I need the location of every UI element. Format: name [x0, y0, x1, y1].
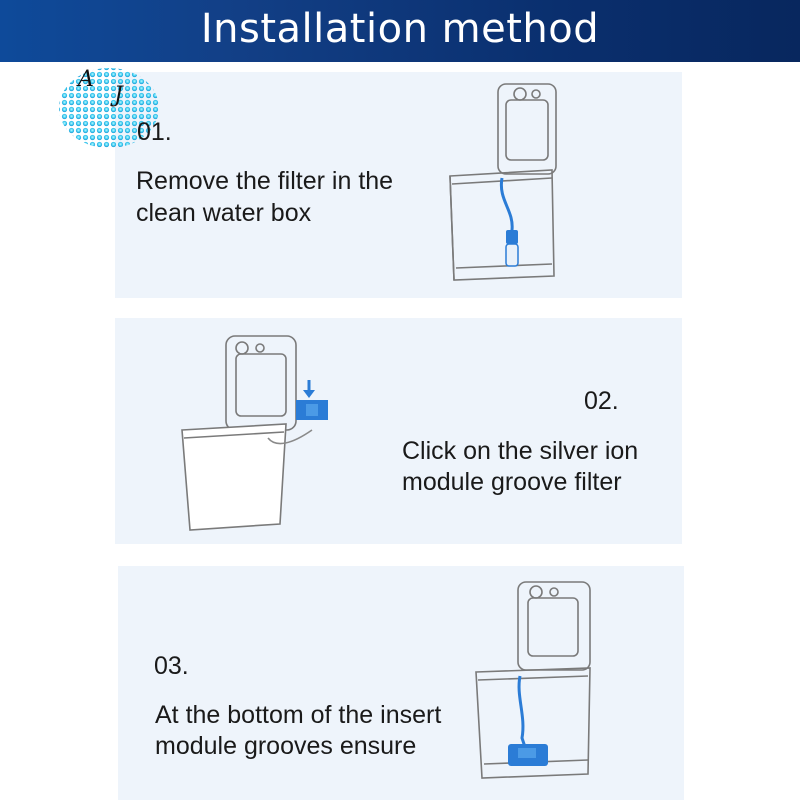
step-3-line-1: At the bottom of the insert — [155, 701, 442, 729]
step-2-line-1: Click on the silver ion — [402, 437, 639, 465]
step-1-line-1: Remove the filter in the — [136, 167, 394, 195]
brand-logo-icon: A J — [59, 67, 159, 148]
svg-text:J: J — [110, 83, 124, 108]
svg-text:A: A — [76, 67, 94, 92]
silver-ion-module-illustration — [181, 335, 328, 531]
step-1-number: 01. — [137, 118, 172, 146]
step-1-panel — [115, 72, 682, 298]
header-banner: Installation method — [0, 0, 800, 62]
page-title: Installation method — [200, 6, 600, 52]
step-2-line-2: module groove filter — [402, 468, 622, 496]
step-1-line-2: clean water box — [136, 199, 312, 227]
module-installed-illustration — [475, 581, 591, 779]
step-3-line-2: module grooves ensure — [155, 732, 417, 760]
step-2-number: 02. — [584, 387, 619, 415]
step-3-panel — [118, 566, 684, 800]
water-box-filter-removal-illustration — [449, 83, 557, 281]
step-3-number: 03. — [154, 652, 189, 680]
